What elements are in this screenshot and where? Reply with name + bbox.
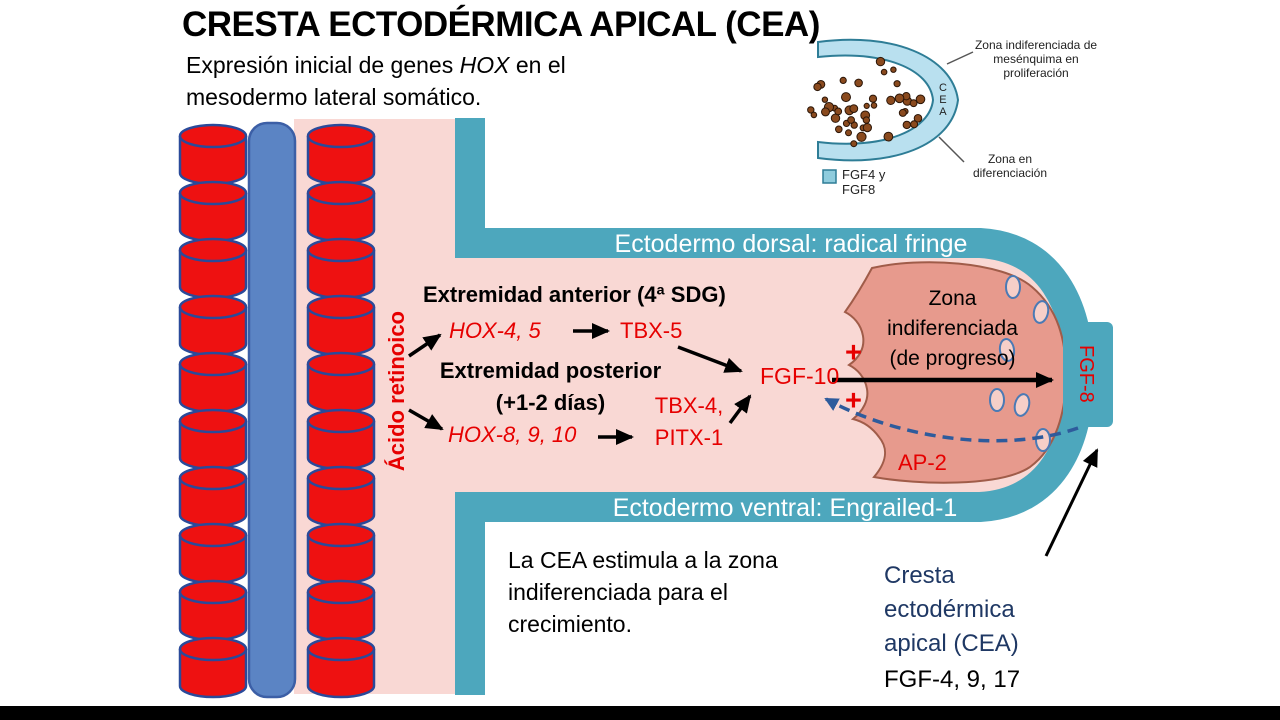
tbx-5-label: TBX-5	[620, 318, 683, 343]
progress-zone-label: Zona indiferenciada (de progreso)	[887, 287, 1018, 371]
subtitle: Expresión inicial de genes HOX en el mes…	[186, 49, 616, 113]
plus-sign-bottom: +	[845, 385, 862, 417]
signal-arrows	[408, 323, 1099, 557]
progress-zone-cells	[989, 275, 1051, 452]
fgf-8-label: FGF-8	[1075, 345, 1097, 403]
mesenchyme-cells	[807, 56, 926, 148]
dorsal-band-label: Ectodermo dorsal: radical fringe	[614, 230, 968, 258]
hox-8-9-10-label: HOX-8, 9, 10	[448, 422, 577, 447]
inset-cea-label: CEA	[936, 82, 949, 118]
inset-pointer-line-bottom	[938, 136, 965, 163]
fgf8-feedback-arrow	[824, 397, 1079, 443]
extremidad-anterior-label: Extremidad anterior (4ª SDG)	[423, 282, 726, 307]
inset-zona-diferenciacion-label: Zona en diferenciación	[972, 152, 1048, 181]
acido-retinoico-label: Ácido retinoico	[384, 311, 409, 472]
subtitle-pre: Expresión inicial de genes	[186, 52, 460, 78]
inset-legend-label: FGF4 y FGF8	[842, 167, 886, 198]
fgf-list-label: FGF-4, 9, 17	[884, 666, 1021, 693]
letterbox-bottom	[0, 706, 1280, 720]
tbx4-pitx1-label: TBX-4, PITX-1	[654, 393, 724, 450]
plus-sign-top: +	[845, 337, 862, 369]
subtitle-post: en el mesodermo lateral somático.	[186, 52, 566, 111]
inset-pointer-line-top	[946, 51, 974, 65]
fgf-10-label: FGF-10	[760, 363, 840, 389]
ap-2-label: AP-2	[898, 450, 947, 475]
cea-ridge-tab	[1063, 322, 1113, 427]
cresta-apical-label: Cresta ectodérmica apical (CEA)	[884, 562, 1019, 658]
ventral-band-label: Ectodermo ventral: Engrailed-1	[612, 494, 958, 522]
inset-legend-swatch	[822, 169, 837, 184]
hox-4-5-label: HOX-4, 5	[449, 318, 541, 343]
inset-ectoderm-band	[817, 38, 960, 162]
extremidad-posterior-label: Extremidad posterior (+1-2 días)	[439, 358, 662, 415]
neural-tube-bar	[247, 121, 297, 699]
subtitle-hox: HOX	[459, 52, 510, 78]
page-title: CRESTA ECTODÉRMICA APICAL (CEA)	[182, 5, 820, 44]
inset-zona-indiferenciada-label: Zona indiferenciada de mesénquima en pro…	[974, 38, 1098, 81]
cea-note: La CEA estimula a la zona indiferenciada…	[508, 547, 778, 638]
inset-limb-bud-figure	[807, 38, 974, 184]
